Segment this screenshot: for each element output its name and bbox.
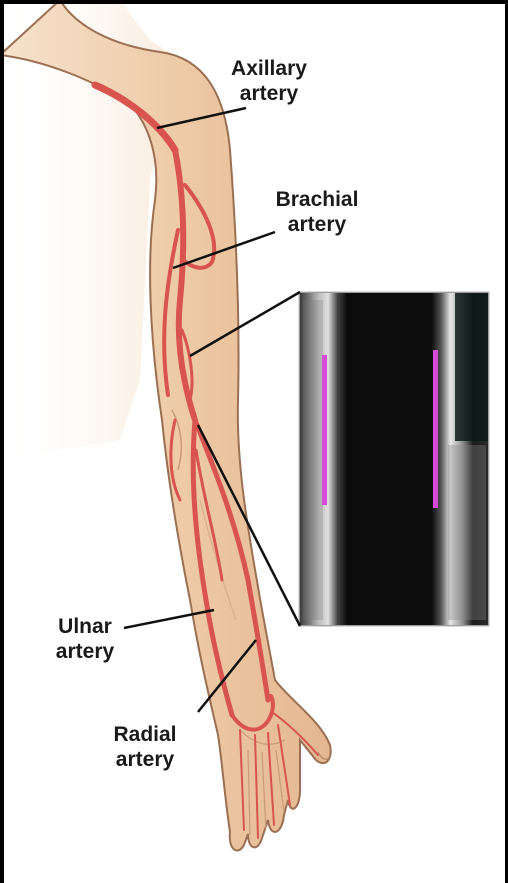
ulnar-label-line-1: Ulnar [40,614,130,639]
radial-label-line-1: Radial [95,722,195,747]
radial-artery-label: Radial artery [95,722,195,772]
ulnar-artery-label: Ulnar artery [40,614,130,664]
brachial-label-line-2: artery [262,212,372,237]
far-wall-highlight [433,350,438,508]
radial-label-line-2: artery [95,747,195,772]
left-border [0,0,4,883]
ultrasound-inset [299,292,489,626]
axillary-label-line-1: Axillary [226,56,312,81]
near-wall-highlight [322,355,327,505]
ultrasound-top-panel [455,293,488,441]
top-border [0,0,508,4]
axillary-artery-label: Axillary artery [226,56,312,106]
axillary-label-line-2: artery [226,81,312,106]
ultrasound-speckle-right [448,445,486,620]
brachial-label-line-1: Brachial [262,187,372,212]
brachial-artery-label: Brachial artery [262,187,372,237]
ultrasound-speckle-left [303,300,323,620]
ulnar-label-line-2: artery [40,639,130,664]
